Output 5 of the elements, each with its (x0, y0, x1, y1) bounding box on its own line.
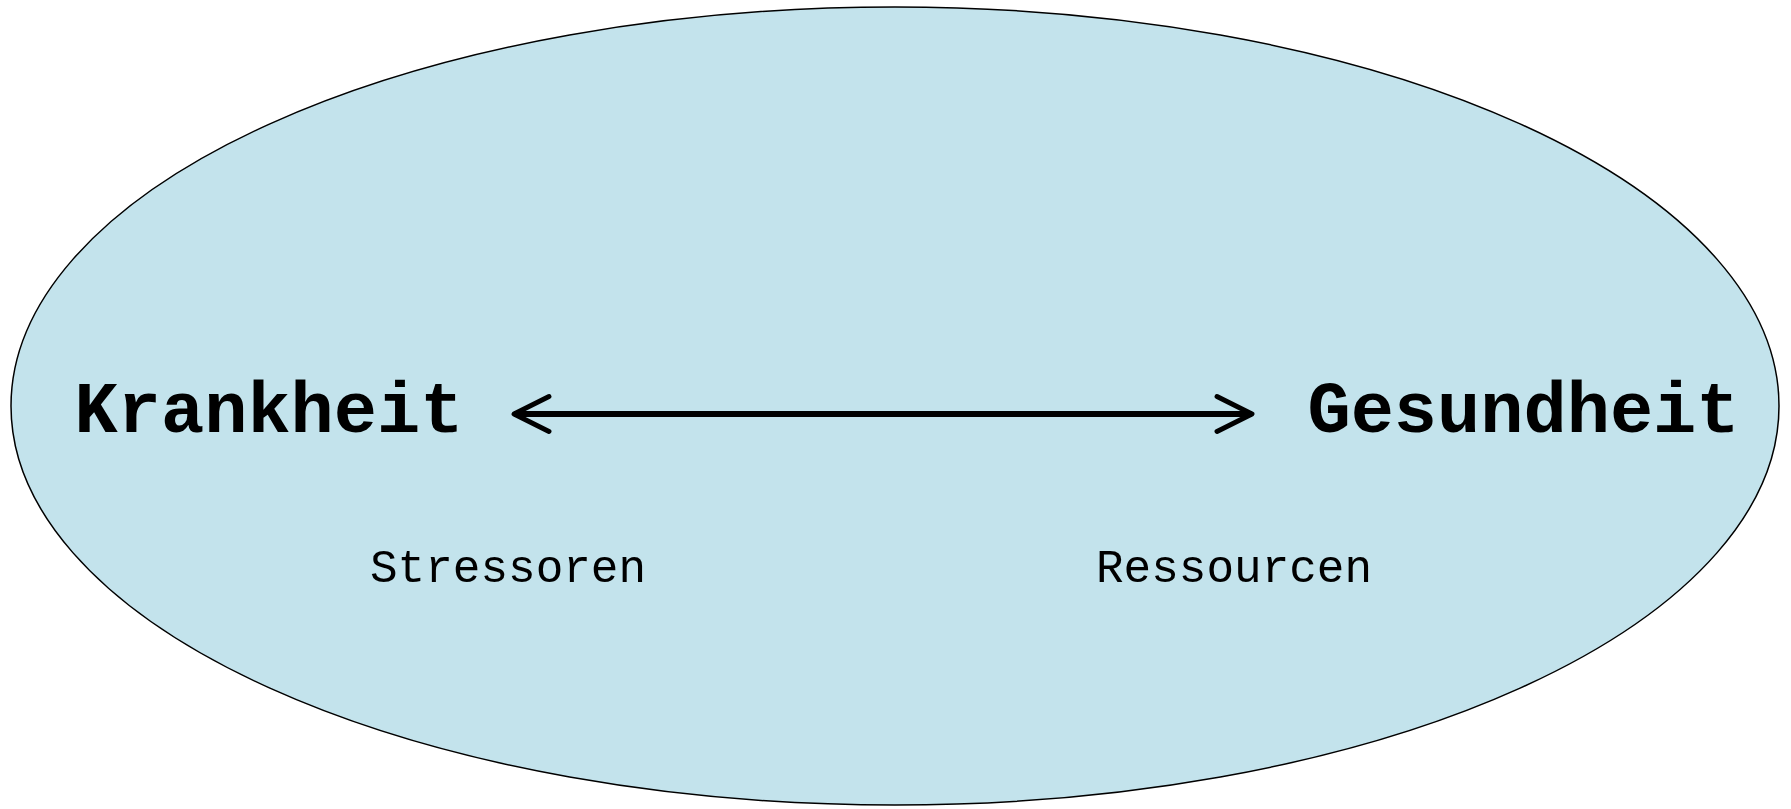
term-label: Gesundheit (1296, 380, 1751, 446)
term-label: Krankheit (64, 380, 474, 446)
factor-label: Ressourcen (1096, 547, 1373, 593)
double-arrow (511, 394, 1255, 434)
factor-label: Stressoren (370, 547, 647, 593)
